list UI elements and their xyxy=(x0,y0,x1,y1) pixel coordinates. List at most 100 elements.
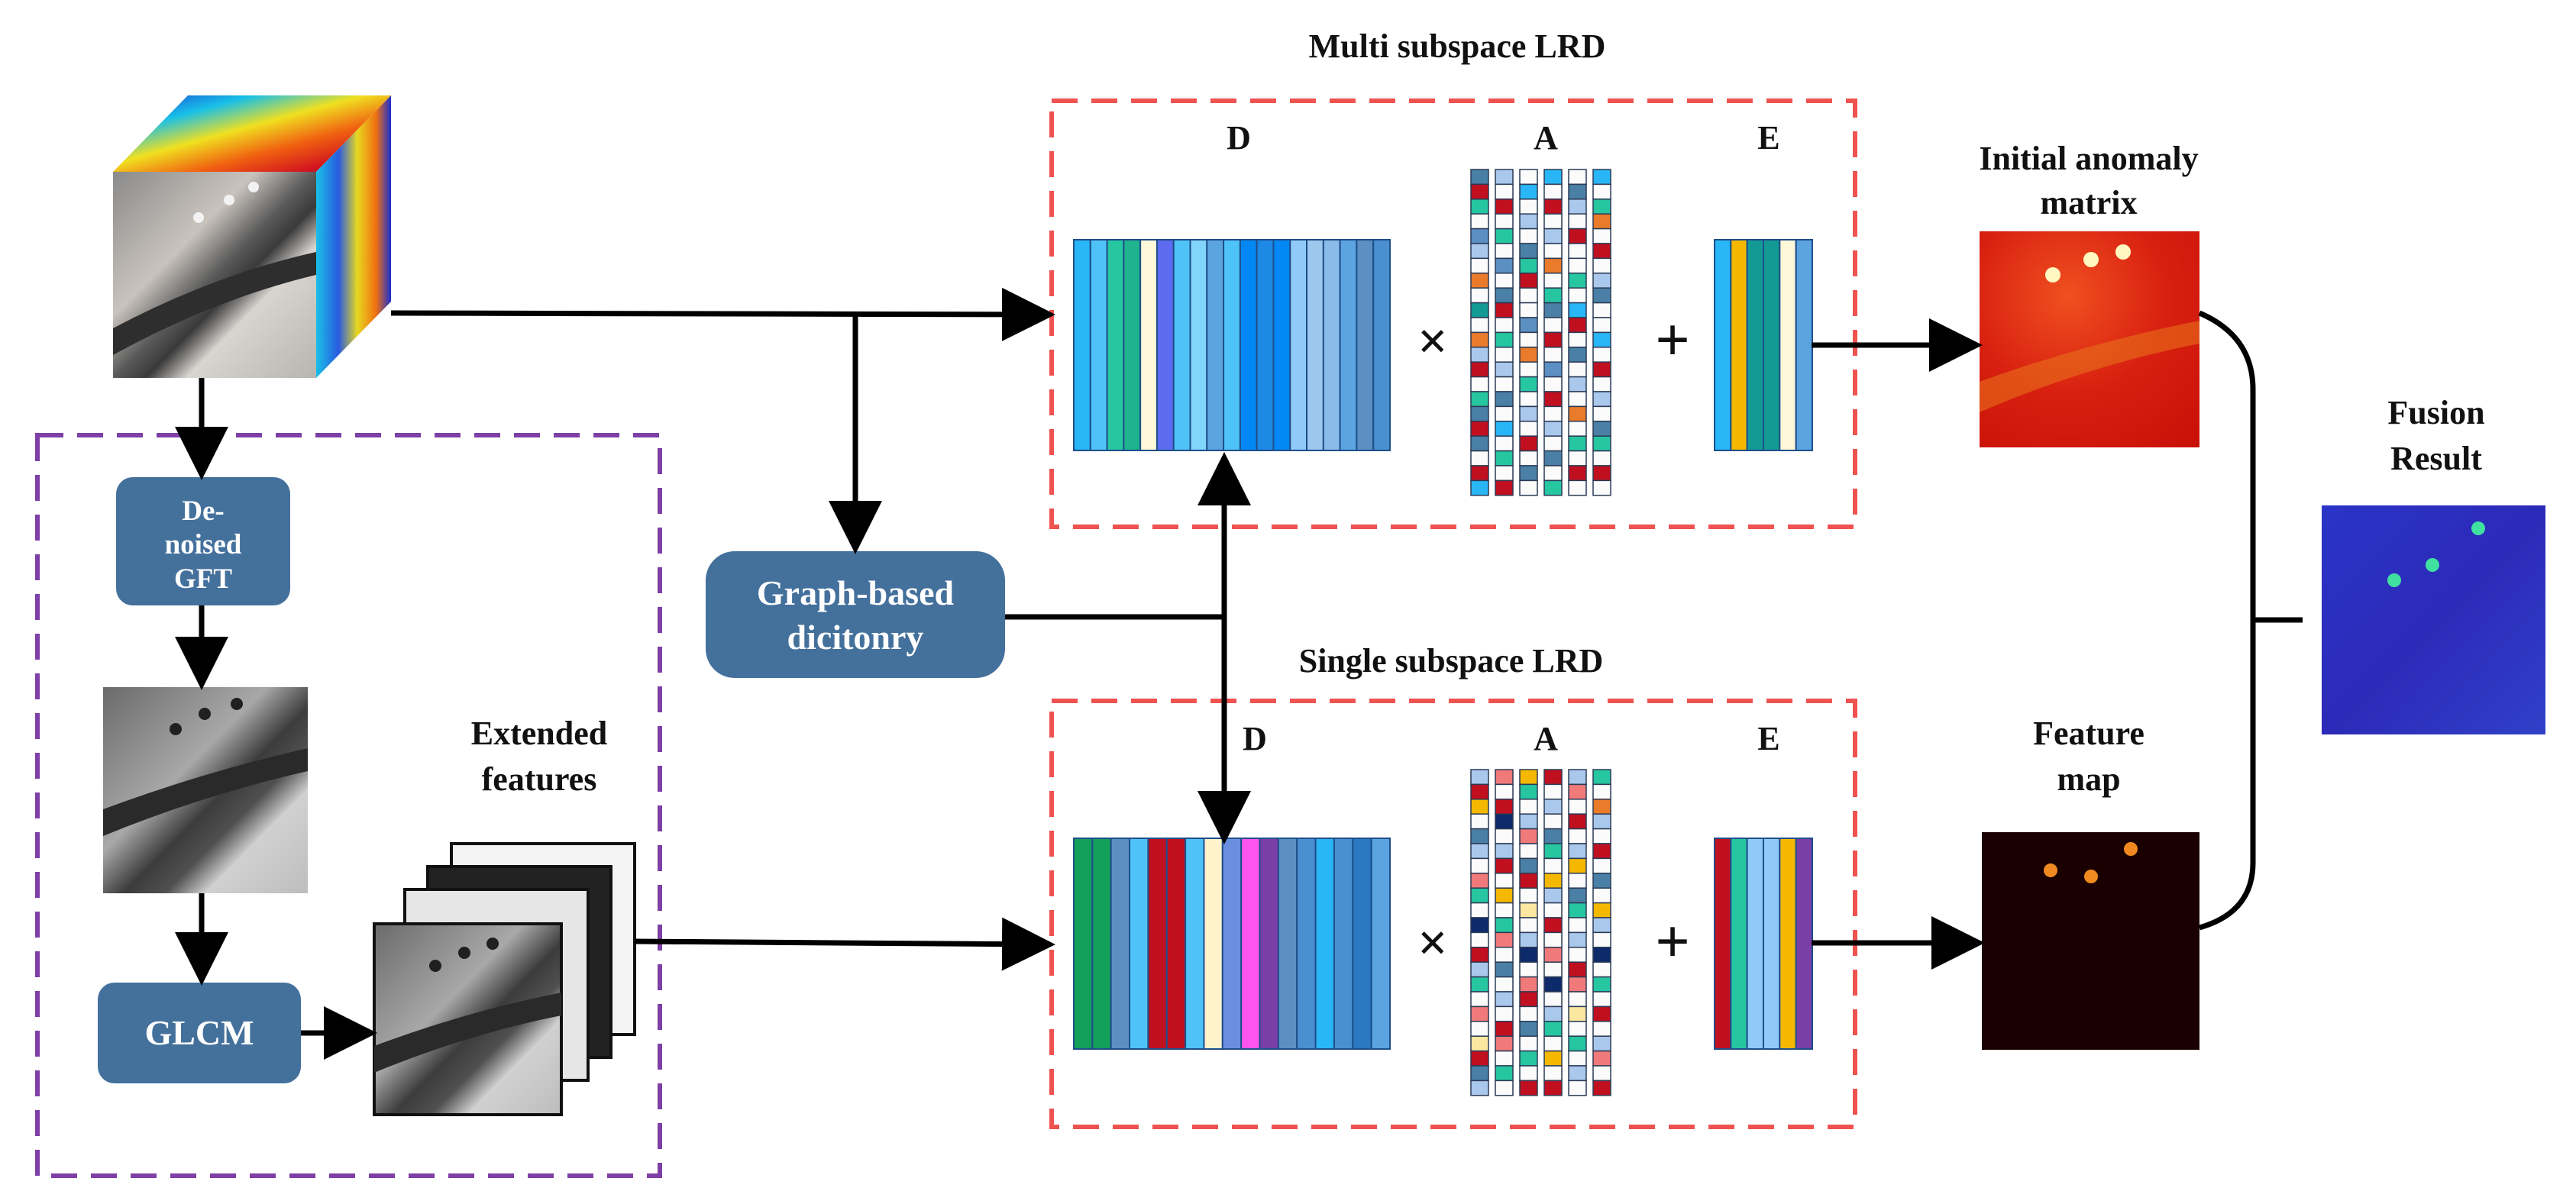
multi-a-cell xyxy=(1543,391,1563,408)
multi-a-label: A xyxy=(1534,119,1558,157)
single-a-cell xyxy=(1543,1080,1563,1096)
single-a-cell xyxy=(1470,947,1489,963)
initial-anomaly-matrix-image xyxy=(1980,231,2199,447)
multi-a-cell xyxy=(1495,302,1514,318)
single-a-cell xyxy=(1543,887,1563,904)
multi-a-cell xyxy=(1519,347,1538,363)
single-a-cell xyxy=(1568,1050,1587,1067)
feature-map-image xyxy=(1982,832,2199,1050)
multi-e-column xyxy=(1746,239,1764,451)
graph-based-dictionary-node[interactable]: Graph-based dicitonry xyxy=(706,551,1005,678)
single-a-cell xyxy=(1592,902,1611,918)
single-a-cell xyxy=(1470,799,1489,815)
multi-a-cell xyxy=(1568,169,1587,186)
multi-a-cell xyxy=(1470,317,1489,334)
single-a-cell xyxy=(1543,902,1563,918)
multi-d-column xyxy=(1356,239,1375,451)
single-a-cell xyxy=(1568,828,1587,844)
single-d-column xyxy=(1073,838,1094,1050)
single-a-cell xyxy=(1592,931,1611,948)
multi-a-cell xyxy=(1495,450,1514,466)
multi-a-cell xyxy=(1543,273,1563,289)
multi-a-cell xyxy=(1568,479,1587,496)
multi-a-cell xyxy=(1592,199,1611,215)
single-a-cell xyxy=(1543,1005,1563,1022)
single-a-cell xyxy=(1495,1005,1514,1022)
multi-a-cell xyxy=(1495,465,1514,482)
single-a-cell xyxy=(1495,857,1514,874)
single-a-cell xyxy=(1495,843,1514,860)
multi-a-cell xyxy=(1568,228,1587,244)
extended-features-label-2: features xyxy=(482,760,597,798)
single-d-column xyxy=(1333,838,1354,1050)
single-a-cell xyxy=(1592,843,1611,860)
multi-a-cell xyxy=(1470,169,1489,186)
single-a-cell xyxy=(1495,1065,1514,1082)
multi-a-cell xyxy=(1568,331,1587,348)
single-d-column xyxy=(1296,838,1317,1050)
single-a-cell xyxy=(1470,1050,1489,1067)
single-a-cell xyxy=(1495,947,1514,963)
multi-a-cell xyxy=(1495,183,1514,200)
initial-anomaly-label-1: Initial anomaly xyxy=(1979,140,2198,177)
single-a-cell xyxy=(1543,976,1563,993)
single-d-column xyxy=(1277,838,1298,1050)
single-a-cell xyxy=(1592,813,1611,830)
multi-a-cell xyxy=(1495,257,1514,274)
single-a-cell xyxy=(1519,799,1538,815)
arrow-features-to-single-d xyxy=(634,917,1055,971)
multi-d-column xyxy=(1089,239,1108,451)
single-times-operator: × xyxy=(1417,914,1448,973)
single-a-cell xyxy=(1543,991,1563,1008)
single-a-cell xyxy=(1568,813,1587,830)
multi-a-cell xyxy=(1470,479,1489,496)
multi-e-column xyxy=(1714,239,1732,451)
multi-a-cell xyxy=(1543,317,1563,334)
single-a-cell xyxy=(1495,976,1514,993)
multi-a-cell xyxy=(1519,435,1538,452)
single-d-matrix xyxy=(1073,838,1391,1050)
multi-a-cell xyxy=(1470,450,1489,466)
multi-e-column xyxy=(1779,239,1797,451)
multi-a-cell xyxy=(1543,331,1563,348)
multi-a-cell xyxy=(1592,376,1611,392)
multi-a-cell xyxy=(1519,287,1538,304)
multi-a-cell xyxy=(1519,169,1538,186)
single-a-cell xyxy=(1519,1050,1538,1067)
multi-a-cell xyxy=(1495,405,1514,422)
multi-a-cell xyxy=(1519,331,1538,348)
multi-a-cell xyxy=(1568,421,1587,437)
multi-a-cell xyxy=(1592,450,1611,466)
multi-d-column xyxy=(1339,239,1358,451)
denoised-gray-image xyxy=(103,687,308,893)
multi-a-cell xyxy=(1519,183,1538,200)
multi-a-cell xyxy=(1568,435,1587,452)
single-a-label: A xyxy=(1534,720,1558,757)
single-e-column xyxy=(1795,838,1813,1050)
multi-a-cell xyxy=(1495,361,1514,378)
multi-a-cell xyxy=(1519,479,1538,496)
multi-a-cell xyxy=(1519,450,1538,466)
multi-a-cell xyxy=(1519,405,1538,422)
multi-a-cell xyxy=(1592,228,1611,244)
single-a-cell xyxy=(1495,887,1514,904)
multi-a-cell xyxy=(1568,376,1587,392)
single-a-cell xyxy=(1568,1035,1587,1052)
multi-a-cell xyxy=(1519,361,1538,378)
denoised-gft-label-1: De- xyxy=(182,495,224,527)
single-d-column xyxy=(1259,838,1279,1050)
multi-a-cell xyxy=(1592,257,1611,274)
denoised-gft-node[interactable]: De- noised GFT xyxy=(116,477,290,605)
multi-a-cell xyxy=(1568,213,1587,230)
multi-e-label: E xyxy=(1757,119,1779,157)
feature-extraction-box xyxy=(35,433,662,1178)
single-a-cell xyxy=(1519,843,1538,860)
multi-a-cell xyxy=(1543,465,1563,482)
multi-d-column xyxy=(1123,239,1142,451)
single-a-cell xyxy=(1495,917,1514,934)
glcm-label: GLCM xyxy=(144,1013,254,1052)
glcm-node[interactable]: GLCM xyxy=(98,983,301,1083)
single-a-cell xyxy=(1568,902,1587,918)
single-d-column xyxy=(1185,838,1205,1050)
